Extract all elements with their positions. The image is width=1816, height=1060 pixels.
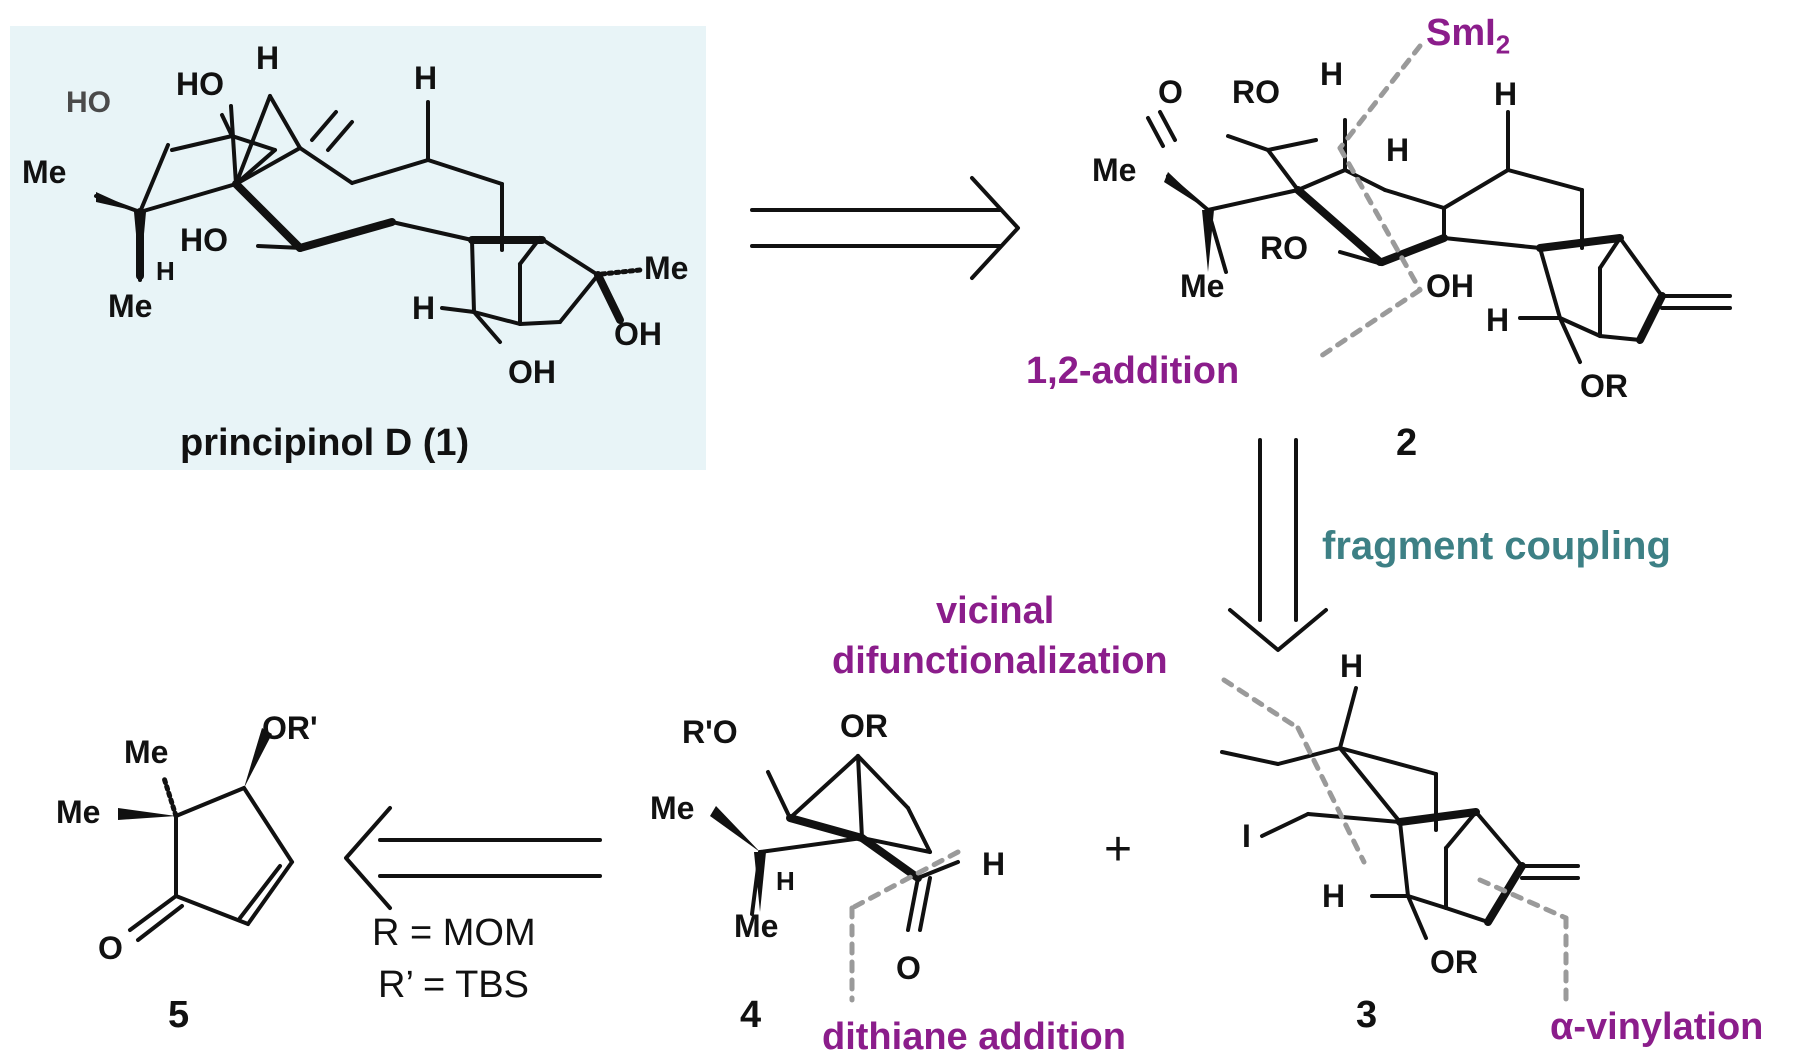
smi2-subscript: 2	[1495, 29, 1511, 60]
compound-1-h-top-a: H	[256, 40, 280, 76]
compound-2-label: 2	[1396, 422, 1418, 464]
compound-5-label: 5	[168, 994, 190, 1036]
compound-3-h-top: H	[1340, 648, 1364, 684]
compound-3-skeleton	[1220, 686, 1580, 940]
compound-5-me-top: Me	[124, 734, 169, 770]
compound-2-o-carbonyl: O	[1158, 74, 1183, 110]
compound-4-h-aldehyde: H	[982, 846, 1006, 882]
condition-r-prime-tbs: R’ = TBS	[378, 964, 529, 1006]
compound-1-h-low: H	[156, 256, 175, 286]
compound-1-skeleton	[94, 94, 622, 344]
condition-r-mom: R = MOM	[372, 912, 536, 954]
compound-2-me-bottom: Me	[1180, 268, 1225, 304]
one-two-addition-annotation: 1,2-addition	[1026, 350, 1240, 392]
compound-5-skeleton	[128, 786, 294, 942]
dithiane-addition-annotation: dithiane addition	[822, 1016, 1126, 1058]
target-highlight-panel	[10, 26, 706, 470]
compound-1-oh-bottom: OH	[508, 354, 556, 390]
compound-4-label: 4	[740, 994, 762, 1036]
compound-2-h-top: H	[1320, 56, 1344, 92]
compound-1-ho-top: HO	[176, 66, 224, 102]
compound-1-me-bottom: Me	[108, 288, 153, 324]
retro-arrow-right	[750, 176, 1020, 280]
plus-sign: +	[1104, 823, 1133, 876]
compound-1-me-right: Me	[644, 250, 689, 286]
retro-arrow-down	[1228, 438, 1328, 652]
compound-3-or-bottom: OR	[1430, 944, 1478, 980]
compound-2-ro-top: RO	[1232, 74, 1280, 110]
compound-4-r-prime-o: R'O	[682, 714, 738, 750]
compound-5-or-prime: OR'	[262, 710, 318, 746]
compound-1-h-top-b: H	[414, 60, 438, 96]
compound-4-or-top: OR	[840, 708, 888, 744]
compound-2-h-right: H	[1494, 76, 1518, 112]
compound-1-h-cage: H	[412, 290, 436, 326]
compound-1-ho-top-left: HO	[66, 86, 111, 119]
difunctionalization-annotation: difunctionalization	[832, 640, 1168, 682]
compound-1-me-left: Me	[22, 154, 67, 190]
alpha-vinylation-annotation: α-vinylation	[1550, 1006, 1764, 1048]
compound-3-label: 3	[1356, 994, 1378, 1036]
compound-1-oh-right: OH	[614, 316, 662, 352]
retro-arrow-left	[344, 806, 602, 910]
smi2-text: SmI	[1426, 12, 1496, 54]
compound-3-h-cage: H	[1322, 878, 1346, 914]
smi2-reagent-label: SmI2	[1426, 14, 1510, 58]
compound-2-oh-mid: OH	[1426, 268, 1474, 304]
compound-4-me-bottom: Me	[734, 908, 779, 944]
compound-2-me-left: Me	[1092, 152, 1137, 188]
compound-4-h-low: H	[776, 866, 795, 896]
fragment-coupling-label: fragment coupling	[1322, 524, 1671, 568]
vicinal-annotation: vicinal	[936, 590, 1055, 632]
compound-4-o-aldehyde: O	[896, 950, 921, 986]
compound-2-or-bottom: OR	[1580, 368, 1628, 404]
compound-1-ho-mid: HO	[180, 222, 228, 258]
compound-3-iodo: I	[1242, 818, 1251, 854]
compound-5-o-ketone: O	[98, 930, 123, 966]
compound-1-caption: principinol D (1)	[180, 422, 470, 464]
compound-4-me-left: Me	[650, 790, 695, 826]
compound-5-me-left: Me	[56, 794, 101, 830]
compound-2-h-mid: H	[1386, 132, 1410, 168]
compound-2-h-cage: H	[1486, 302, 1510, 338]
compound-2-ro-mid: RO	[1260, 230, 1308, 266]
